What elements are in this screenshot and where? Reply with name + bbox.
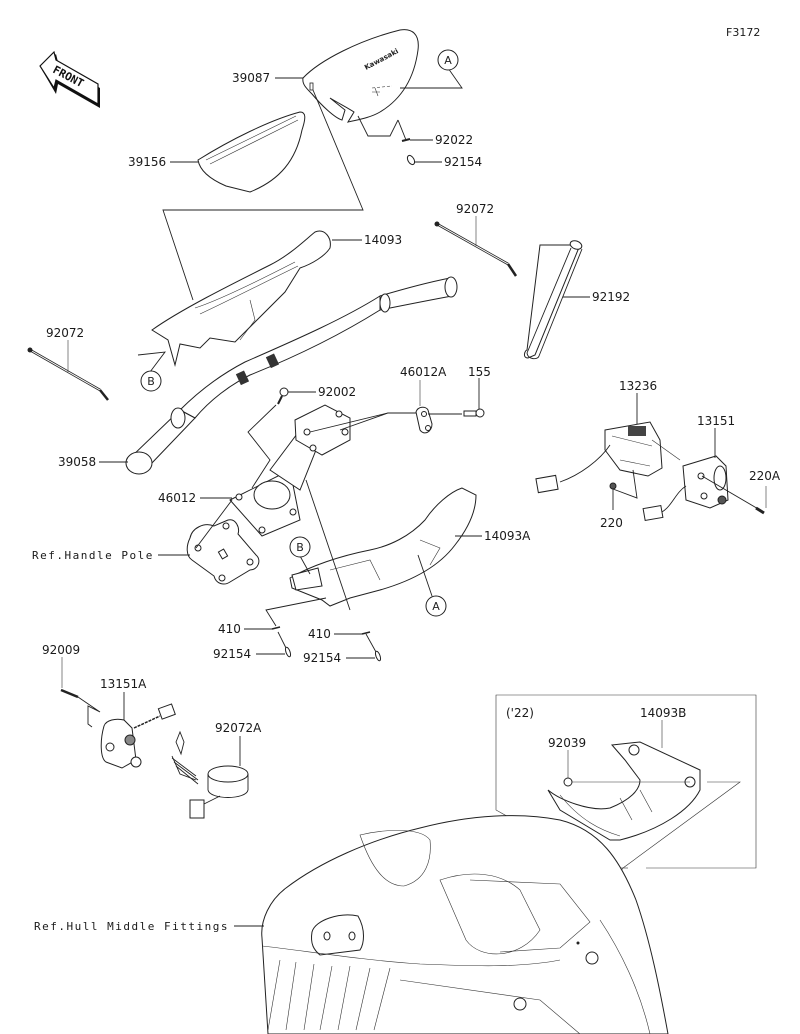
part-13236-switch[interactable] bbox=[535, 421, 663, 494]
callout-a-lower-label: A bbox=[432, 600, 440, 613]
label-46012A[interactable]: 46012A bbox=[400, 365, 447, 379]
label-410-right[interactable]: 410 bbox=[308, 627, 331, 641]
screw-92009 bbox=[60, 688, 79, 699]
part-92072-tie-right[interactable] bbox=[434, 221, 518, 277]
callout-b-left-label: B bbox=[147, 375, 155, 388]
part-39156-pad[interactable] bbox=[197, 111, 306, 193]
callout-a-lower[interactable] bbox=[425, 595, 447, 617]
label-92022[interactable]: 92022 bbox=[435, 133, 473, 147]
part-39087-cover[interactable]: Kawasaki bbox=[302, 29, 419, 123]
callout-a-top-label: A bbox=[444, 54, 452, 67]
screw-220A bbox=[755, 506, 765, 515]
label-13151[interactable]: 13151 bbox=[697, 414, 735, 428]
part-46012A-clamp[interactable] bbox=[415, 406, 433, 434]
part-14093-cover[interactable] bbox=[151, 230, 331, 367]
label-92192[interactable]: 92192 bbox=[592, 290, 630, 304]
part-92072A-lanyard[interactable] bbox=[171, 730, 249, 819]
variant-year-label: ('22) bbox=[506, 706, 534, 720]
part-13151A-switch[interactable] bbox=[100, 703, 176, 769]
label-14093B[interactable]: 14093B bbox=[640, 706, 686, 720]
part-13151-switch[interactable] bbox=[642, 455, 729, 522]
callout-b-lower-label: B bbox=[296, 541, 304, 554]
part-14093A-cover[interactable] bbox=[289, 487, 477, 607]
label-155[interactable]: 155 bbox=[468, 365, 491, 379]
label-220A[interactable]: 220A bbox=[749, 469, 781, 483]
label-92072-right[interactable]: 92072 bbox=[456, 202, 494, 216]
part-92192-tube[interactable] bbox=[524, 239, 583, 360]
label-92154-right[interactable]: 92154 bbox=[303, 651, 341, 665]
screw-92154-right bbox=[374, 650, 382, 662]
label-410-left[interactable]: 410 bbox=[218, 622, 241, 636]
label-13151A[interactable]: 13151A bbox=[100, 677, 147, 691]
callout-b-lower[interactable] bbox=[289, 536, 311, 558]
label-220[interactable]: 220 bbox=[600, 516, 623, 530]
callout-a-top[interactable] bbox=[437, 49, 459, 71]
label-92072A[interactable]: 92072A bbox=[215, 721, 262, 735]
bolt-92002 bbox=[277, 387, 289, 405]
label-39156[interactable]: 39156 bbox=[128, 155, 166, 169]
label-92072-left[interactable]: 92072 bbox=[46, 326, 84, 340]
label-ref-hull-middle-fittings[interactable]: Ref.Hull Middle Fittings bbox=[34, 920, 229, 933]
label-ref-handle-pole[interactable]: Ref.Handle Pole bbox=[32, 549, 154, 562]
screw-92154-left bbox=[284, 646, 292, 658]
label-13236[interactable]: 13236 bbox=[619, 379, 657, 393]
callout-b-left[interactable] bbox=[140, 370, 162, 392]
label-92002[interactable]: 92002 bbox=[318, 385, 356, 399]
figure-id: F3172 bbox=[726, 26, 760, 39]
label-14093[interactable]: 14093 bbox=[364, 233, 402, 247]
part-92072-tie-left[interactable] bbox=[27, 347, 109, 401]
hull-middle-fittings bbox=[261, 815, 669, 1034]
front-arrow-icon: FRONT bbox=[39, 50, 100, 108]
part-39058-handlebar[interactable] bbox=[125, 276, 458, 475]
part-handle-pole-plate bbox=[186, 519, 260, 585]
screw-92154-top bbox=[406, 154, 416, 166]
label-92039[interactable]: 92039 bbox=[548, 736, 586, 750]
label-39058[interactable]: 39058 bbox=[58, 455, 96, 469]
label-92154-top[interactable]: 92154 bbox=[444, 155, 482, 169]
label-46012[interactable]: 46012 bbox=[158, 491, 196, 505]
clip-92039 bbox=[563, 777, 573, 787]
bolt-155 bbox=[463, 408, 485, 418]
part-46012-post[interactable] bbox=[229, 404, 351, 537]
label-39087[interactable]: 39087 bbox=[232, 71, 270, 85]
screw-220 bbox=[609, 482, 617, 490]
label-14093A[interactable]: 14093A bbox=[484, 529, 531, 543]
label-92154-left[interactable]: 92154 bbox=[213, 647, 251, 661]
label-92009[interactable]: 92009 bbox=[42, 643, 80, 657]
